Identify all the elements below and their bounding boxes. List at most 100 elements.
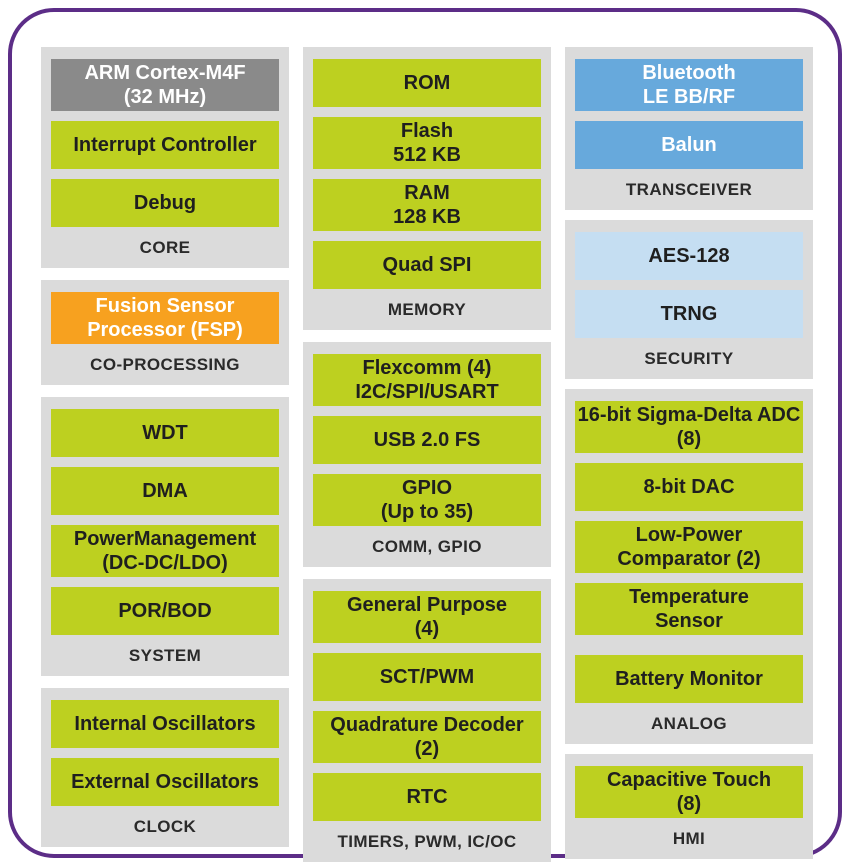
group-timers-pwm-ic-oc: General Purpose(4) SCT/PWM Quadrature Deco… [303, 579, 551, 862]
group-label: CLOCK [133, 817, 197, 836]
block-external-oscillators: External Oscillators [51, 758, 279, 806]
block-label-line: External Oscillators [71, 771, 259, 793]
block-rom: ROM [313, 59, 541, 107]
group-label: CO-PROCESSING [90, 355, 240, 374]
block-quadrature-decoder-2: Quadrature Decoder(2) [313, 711, 541, 763]
block-usb-2-0-fs: USB 2.0 FS [313, 416, 541, 464]
block-dma: DMA [51, 467, 279, 515]
block-capacitive-touch-8: Capacitive Touch(8) [575, 766, 803, 818]
group-label: TIMERS, PWM, IC/OC [337, 832, 517, 851]
group-label: COMM, GPIO [372, 537, 482, 556]
block-arm-cortex-m4f-32-mhz: ARM Cortex-M4F(32 MHz) [51, 59, 279, 111]
block-label-line: ARM Cortex-M4F [84, 62, 246, 84]
block-label-line: Processor (FSP) [87, 319, 243, 341]
block-battery-monitor: Battery Monitor [575, 655, 803, 703]
group-label: ANALOG [650, 714, 728, 733]
block-wdt: WDT [51, 409, 279, 457]
block-label-line: Low-Power [635, 524, 743, 546]
group-hmi: Capacitive Touch(8) HMI [565, 754, 813, 859]
block-aes-128: AES-128 [575, 232, 803, 280]
block-balun: Balun [575, 121, 803, 169]
block-general-purpose-4: General Purpose(4) [313, 591, 541, 643]
block-label-line: Comparator (2) [617, 548, 761, 570]
block-label-line: Balun [661, 134, 717, 156]
group-label: MEMORY [387, 300, 467, 319]
block-label-line: POR/BOD [118, 600, 212, 622]
group-label: CORE [139, 238, 191, 257]
block-label-line: (2) [414, 738, 440, 760]
group-label: SECURITY [644, 349, 734, 368]
block-label-line: 512 KB [393, 144, 461, 166]
block-trng: TRNG [575, 290, 803, 338]
block-label-line: Temperature [629, 586, 749, 608]
group-label: HMI [672, 829, 706, 848]
block-label-line: General Purpose [346, 594, 508, 616]
block-label-line: WDT [142, 422, 188, 444]
diagram-columns: ARM Cortex-M4F(32 MHz) Interrupt Controll… [41, 47, 813, 862]
block-rtc: RTC [313, 773, 541, 821]
block-label-line: (Up to 35) [380, 501, 474, 523]
block-label-line: Quad SPI [382, 254, 472, 276]
block-label-line: Bluetooth [642, 62, 736, 84]
group-comm-gpio: Flexcomm (4)I2C/SPI/USART USB 2.0 FS GPIO(… [303, 342, 551, 567]
block-label-line: Sensor [655, 610, 723, 632]
block-label-line: Quadrature Decoder [330, 714, 524, 736]
block-debug: Debug [51, 179, 279, 227]
block-label-line: Fusion Sensor [95, 295, 235, 317]
block-label-line: 16-bit Sigma-Delta ADC [577, 404, 801, 426]
group-analog: 16-bit Sigma-Delta ADC(8) 8-bit DAC Low-Po… [565, 389, 813, 744]
block-interrupt-controller: Interrupt Controller [51, 121, 279, 169]
block-label-line: Flexcomm (4) [362, 357, 492, 379]
block-label-line: SCT/PWM [379, 666, 475, 688]
block-label-line: (8) [676, 428, 702, 450]
block-flexcomm-4-i2c-spi-usart: Flexcomm (4)I2C/SPI/USART [313, 354, 541, 406]
block-label-line: USB 2.0 FS [373, 429, 481, 451]
block-label-line: Flash [400, 120, 454, 142]
group-core: ARM Cortex-M4F(32 MHz) Interrupt Controll… [41, 47, 289, 268]
block-label-line: 8-bit DAC [643, 476, 735, 498]
block-gpio-up-to-35: GPIO(Up to 35) [313, 474, 541, 526]
block-label-line: PowerManagement [73, 528, 257, 550]
block-label-line: 128 KB [393, 206, 461, 228]
block-label-line: ROM [403, 72, 451, 94]
block-label-line: Debug [133, 192, 197, 214]
block-internal-oscillators: Internal Oscillators [51, 700, 279, 748]
block-label-line: RAM [404, 182, 450, 204]
group-label: TRANSCEIVER [625, 180, 753, 199]
block-label-line: (DC-DC/LDO) [102, 552, 228, 574]
block-label-line: DMA [142, 480, 188, 502]
diagram-column-1: ARM Cortex-M4F(32 MHz) Interrupt Controll… [41, 47, 289, 862]
group-system: WDT DMA PowerManagement(DC-DC/LDO) POR/BOD S… [41, 397, 289, 676]
block-label-line: (4) [414, 618, 440, 640]
block-8-bit-dac: 8-bit DAC [575, 463, 803, 511]
block-label-line: RTC [406, 786, 448, 808]
block-label-line: Battery Monitor [615, 668, 763, 690]
block-label-line: TRNG [660, 303, 718, 325]
block-label-line: Interrupt Controller [73, 134, 257, 156]
block-sct-pwm: SCT/PWM [313, 653, 541, 701]
block-label-line: (8) [676, 793, 702, 815]
block-16-bit-sigma-delta-adc-8: 16-bit Sigma-Delta ADC(8) [575, 401, 803, 453]
group-label: SYSTEM [128, 646, 202, 665]
block-quad-spi: Quad SPI [313, 241, 541, 289]
block-label-line: (32 MHz) [123, 86, 207, 108]
block-label-line: AES-128 [648, 245, 730, 267]
block-label-line: Capacitive Touch [606, 769, 772, 791]
block-label-line: I2C/SPI/USART [355, 381, 499, 403]
block-por-bod: POR/BOD [51, 587, 279, 635]
block-label-line: GPIO [401, 477, 452, 499]
